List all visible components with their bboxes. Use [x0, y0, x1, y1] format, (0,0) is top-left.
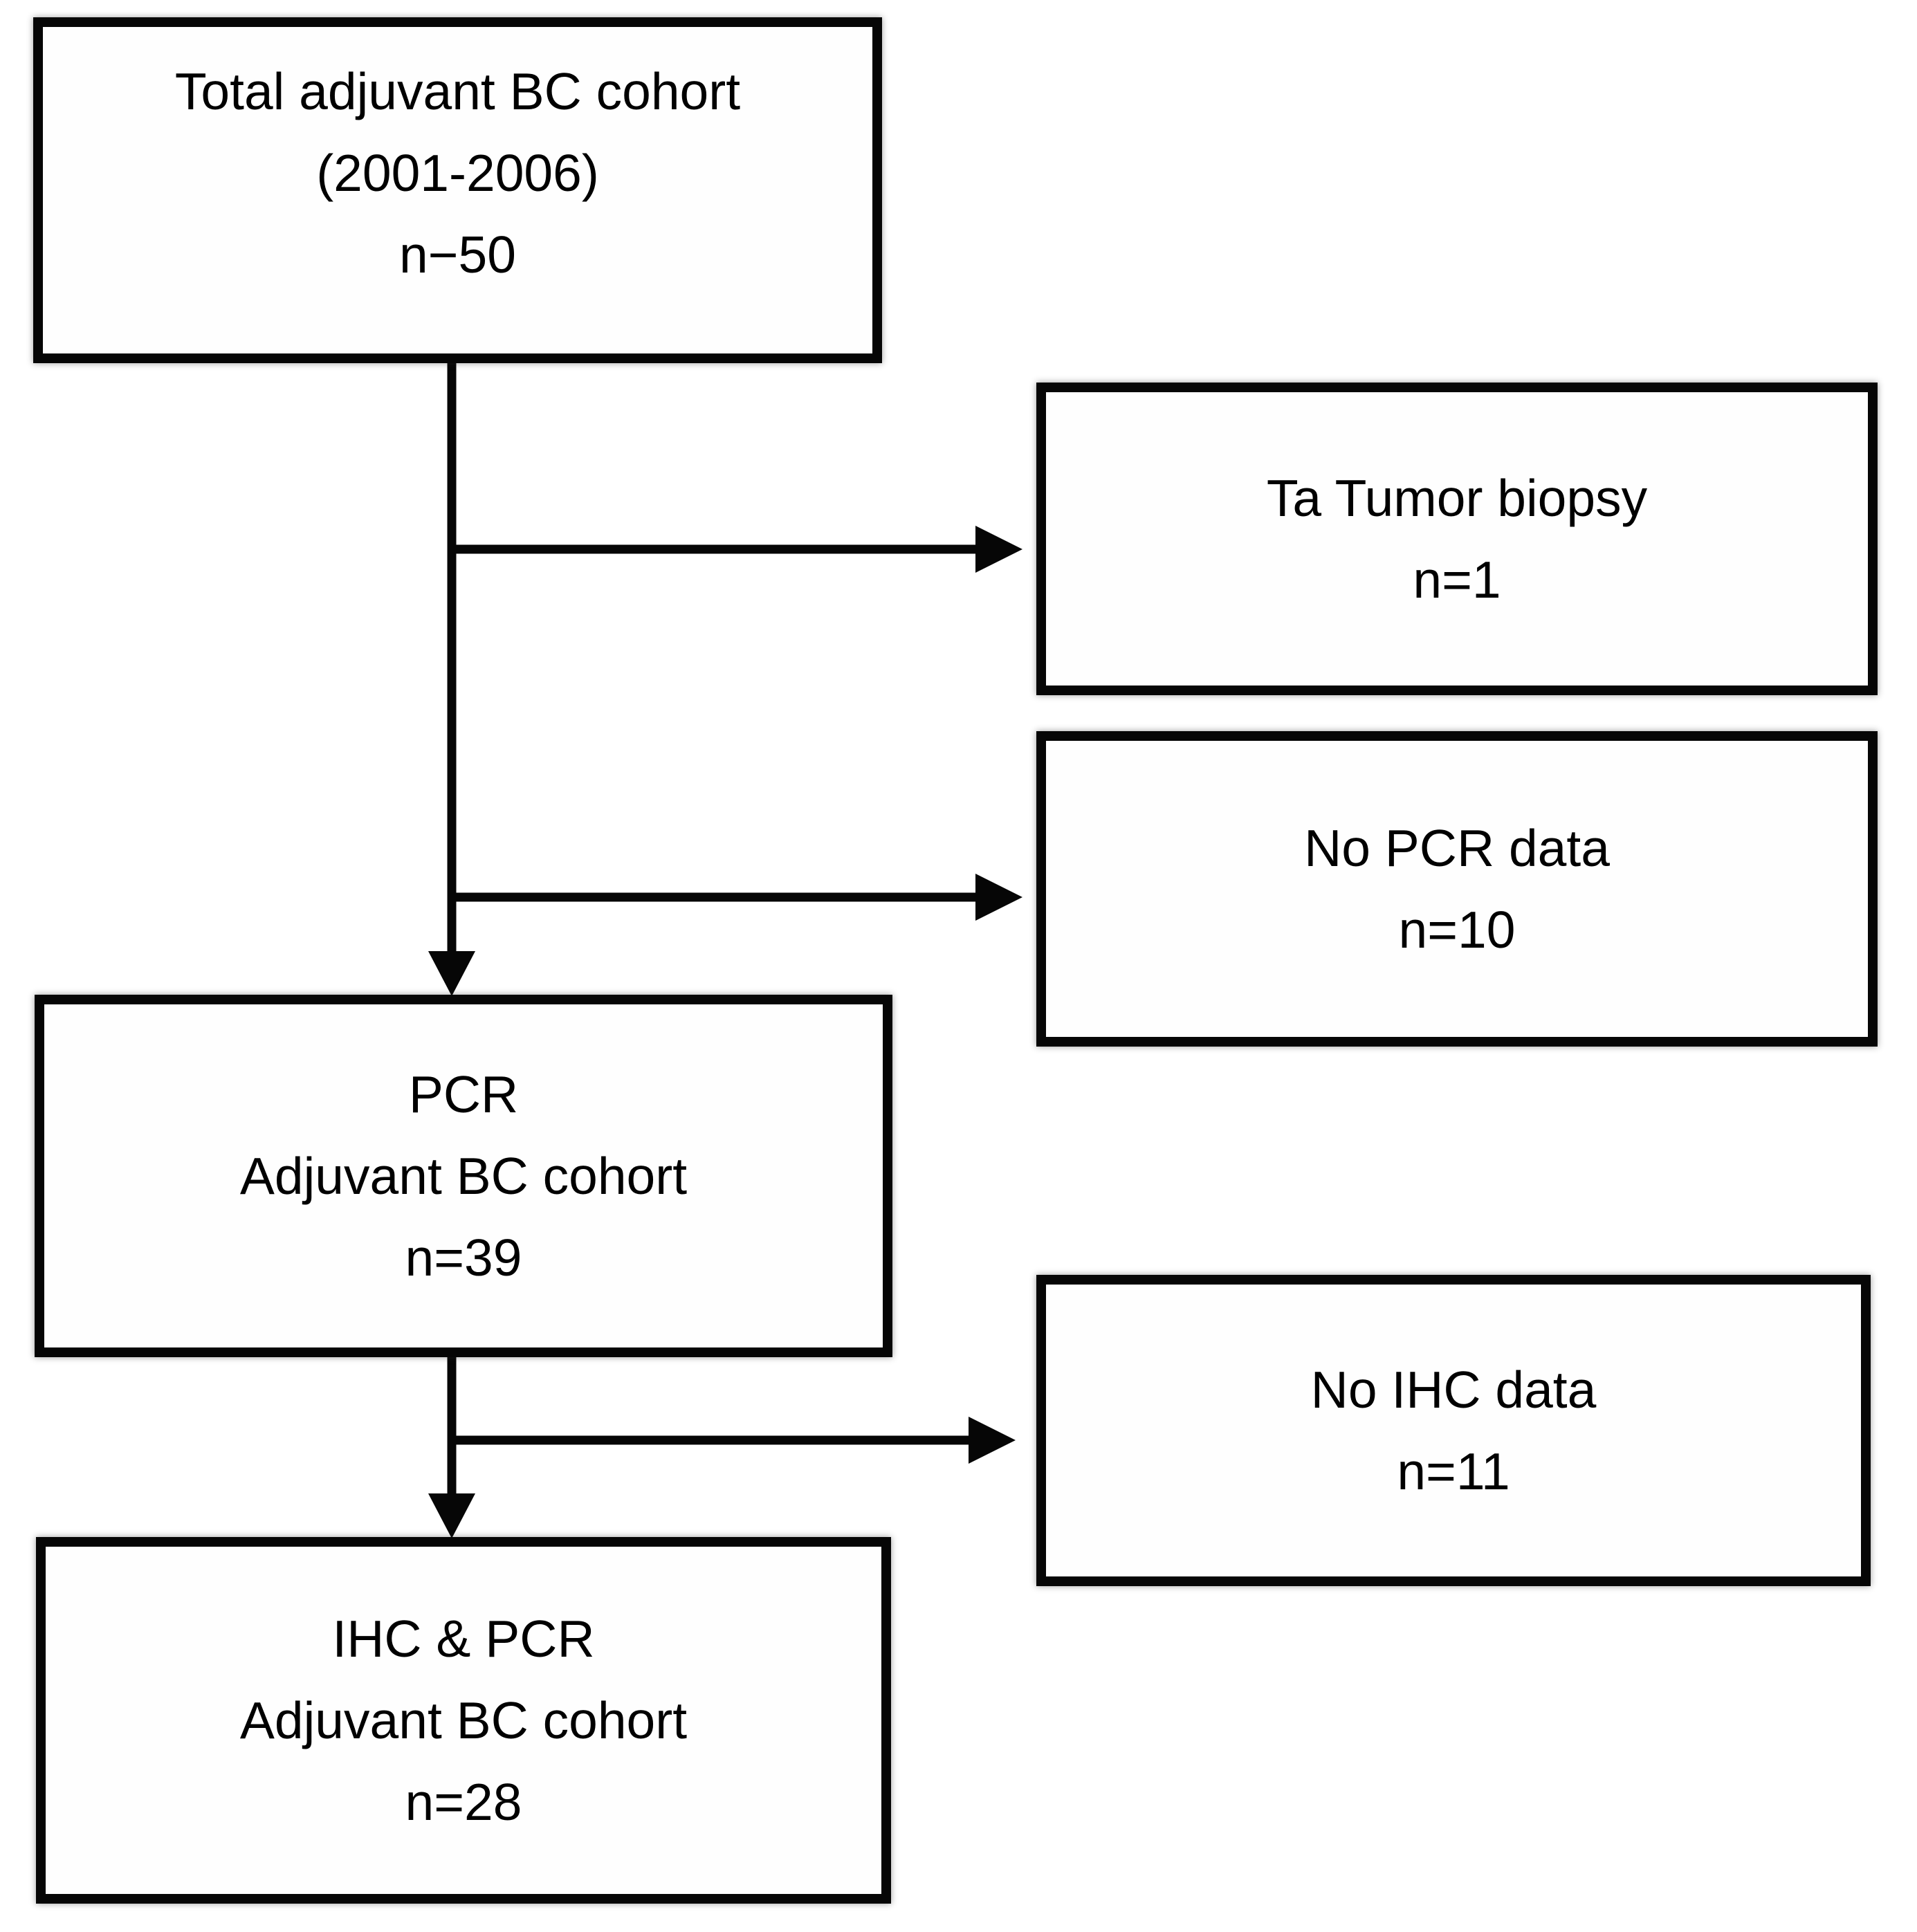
node-title: IHC & PCR — [332, 1610, 595, 1668]
node-no-ihc-data: No IHC data n=11 — [1036, 1275, 1871, 1586]
node-count: n=11 — [1397, 1442, 1510, 1500]
node-total-adjuvant-bc-cohort: Total adjuvant BC cohort (2001-2006) n−5… — [33, 17, 882, 363]
node-subtitle: (2001-2006) — [316, 144, 599, 202]
edge-total-to-pcr-arrowhead — [428, 951, 475, 996]
node-ihc-pcr-adjuvant-bc-cohort: IHC & PCR Adjuvant BC cohort n=28 — [36, 1537, 891, 1904]
node-subtitle: Adjuvant BC cohort — [239, 1147, 688, 1205]
node-ta-tumor-biopsy: Ta Tumor biopsy n=1 — [1036, 383, 1878, 695]
node-no-pcr-data: No PCR data n=10 — [1036, 731, 1878, 1047]
node-subtitle: Adjuvant BC cohort — [239, 1691, 688, 1749]
edge-total-to-ta-arrowhead — [975, 526, 1022, 573]
node-count: n=1 — [1413, 551, 1501, 609]
node-title: Total adjuvant BC cohort — [174, 62, 741, 120]
node-count: n=28 — [405, 1773, 522, 1831]
edge-total-to-nopcr-arrowhead — [975, 874, 1022, 921]
node-count: n−50 — [399, 226, 516, 284]
node-title: PCR — [408, 1065, 519, 1123]
node-title: Ta Tumor biopsy — [1266, 469, 1648, 527]
node-count: n=10 — [1398, 901, 1516, 959]
node-pcr-adjuvant-bc-cohort: PCR Adjuvant BC cohort n=39 — [35, 995, 892, 1357]
edge-pcr-to-noihc-arrowhead — [969, 1417, 1016, 1464]
edge-pcr-to-ihc-arrowhead — [428, 1493, 475, 1538]
node-title: No IHC data — [1310, 1361, 1597, 1419]
node-title: No PCR data — [1304, 819, 1610, 877]
node-count: n=39 — [405, 1229, 522, 1287]
